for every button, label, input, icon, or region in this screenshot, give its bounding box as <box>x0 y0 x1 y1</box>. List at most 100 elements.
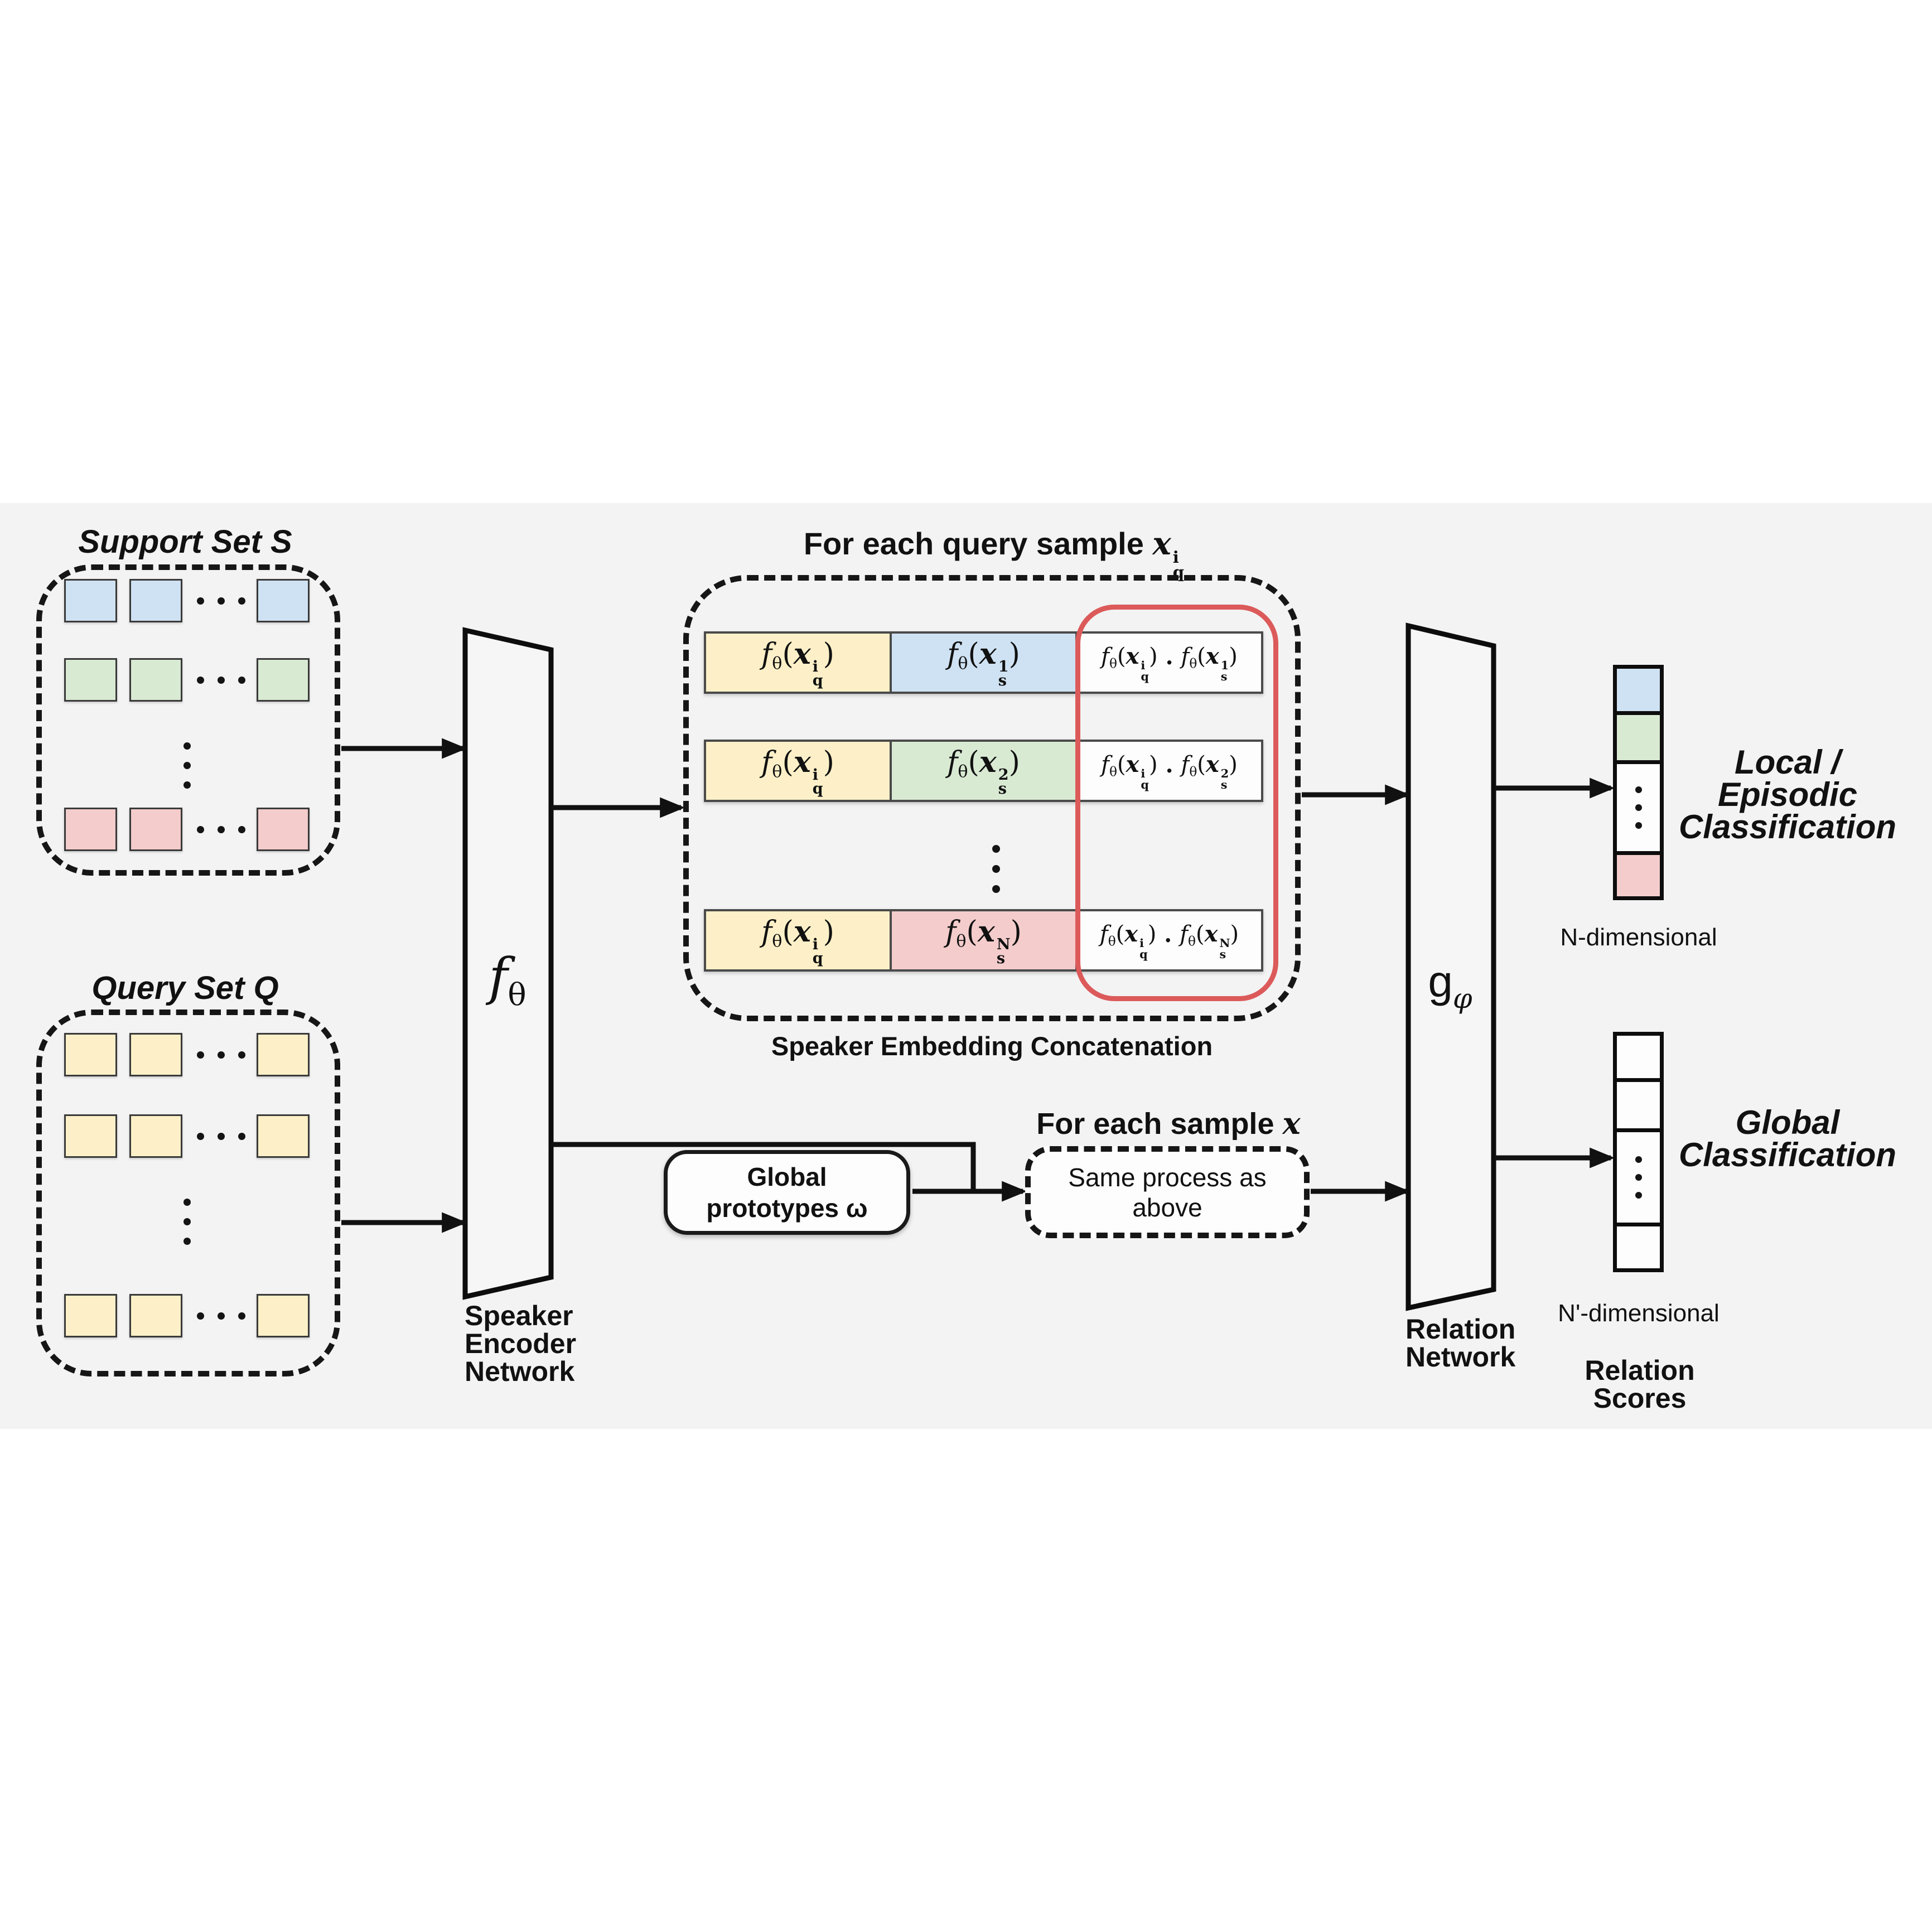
formula-arg: x <box>1126 751 1139 778</box>
formula-fn: f <box>761 746 772 780</box>
sample-row <box>42 658 335 702</box>
paren: ( <box>1117 752 1126 778</box>
formula-arg: x <box>1205 643 1219 670</box>
formula-arg: x <box>1124 921 1138 948</box>
formula-fn: f <box>1180 921 1189 948</box>
paren: ) <box>1147 921 1157 948</box>
paren: ( <box>968 746 979 780</box>
query-set-title: Query Set Q <box>91 970 279 1006</box>
sample-square <box>257 658 310 702</box>
ellipsis-dot <box>217 825 225 833</box>
ellipsis-dot <box>238 1132 245 1140</box>
sample-row <box>42 579 335 622</box>
formula-sup: i <box>1139 936 1144 950</box>
paren: ) <box>1148 644 1158 670</box>
support-set-title: Support Set S <box>78 524 292 560</box>
formula-fn-sub: θ <box>1189 764 1197 780</box>
formula-sup: N <box>1219 936 1230 950</box>
formula-sup: N <box>996 935 1011 953</box>
ellipsis-dot <box>217 676 225 684</box>
paren: ) <box>823 915 834 949</box>
for-each-sample-title-var: x <box>1282 1105 1301 1141</box>
formula-sub: s <box>1220 669 1228 684</box>
paren: ) <box>1008 746 1020 780</box>
same-process-label: Same process as above <box>1068 1162 1267 1222</box>
sample-square <box>64 1294 117 1337</box>
formula-fn-sub: θ <box>772 931 783 951</box>
vector-cell <box>1613 760 1664 855</box>
formula-fn: f <box>947 637 958 672</box>
relation-caption-line: Relation <box>1405 1313 1516 1345</box>
ellipsis-dot <box>196 597 204 605</box>
sample-square <box>129 579 182 622</box>
global-prototypes-box: Global prototypes ω <box>664 1150 910 1235</box>
ellipsis-dot <box>238 1051 245 1059</box>
ellipsis-dot <box>1635 1174 1642 1181</box>
sample-square <box>257 808 310 851</box>
sample-row <box>42 1114 335 1158</box>
vector-ellipsis <box>1635 786 1642 829</box>
ellipsis-dot <box>217 1312 225 1320</box>
ellipsis-dot <box>196 676 204 684</box>
formula-fn: f <box>1181 752 1190 778</box>
vector-cell <box>1613 1032 1664 1082</box>
ellipsis-dot <box>196 1051 204 1059</box>
formula-sub: s <box>998 672 1007 690</box>
sample-square <box>257 1033 310 1076</box>
same-process-box: Same process as above <box>1025 1146 1310 1238</box>
paren: ) <box>1230 921 1239 948</box>
row-ellipsis <box>188 1033 254 1076</box>
paren: ( <box>968 637 979 672</box>
encoder-caption: Speaker Encoder Network <box>465 1302 576 1385</box>
set-vertical-ellipsis <box>170 735 204 796</box>
product-dot: · <box>1165 757 1173 784</box>
concatenation-vertical-ellipsis <box>979 834 1013 904</box>
formula-sup: i <box>812 658 819 675</box>
formula-arg: x <box>1204 921 1218 948</box>
formula-sub: q <box>812 780 823 798</box>
paren: ( <box>1115 921 1125 948</box>
formula-sup: i <box>812 935 819 953</box>
encoder-symbol-f: f <box>489 947 508 1007</box>
encoder-symbol-theta: θ <box>508 977 527 1013</box>
vector-cell <box>1613 711 1664 764</box>
ellipsis-dot <box>992 864 1000 873</box>
formula-fn: f <box>945 915 957 949</box>
formula-sub: s <box>998 780 1007 798</box>
relation-scores-label: Relation Scores <box>1585 1355 1695 1414</box>
relation-symbol: gφ <box>1400 956 1500 1015</box>
vector-cell <box>1613 851 1664 900</box>
formula-arg: x <box>793 637 811 672</box>
for-each-sample-title: For each sample x <box>1036 1105 1300 1141</box>
episodic-classification-title: Local / Episodic Classification <box>1678 743 1897 846</box>
paren: ( <box>782 915 794 949</box>
formula-sub: q <box>812 950 823 968</box>
formula-sup: i <box>1141 658 1146 673</box>
formula-sup: i <box>1141 766 1146 781</box>
ellipsis-dot <box>238 1312 245 1320</box>
ellipsis-dot <box>238 597 245 605</box>
sample-square <box>129 1033 182 1076</box>
paren: ( <box>782 746 794 780</box>
